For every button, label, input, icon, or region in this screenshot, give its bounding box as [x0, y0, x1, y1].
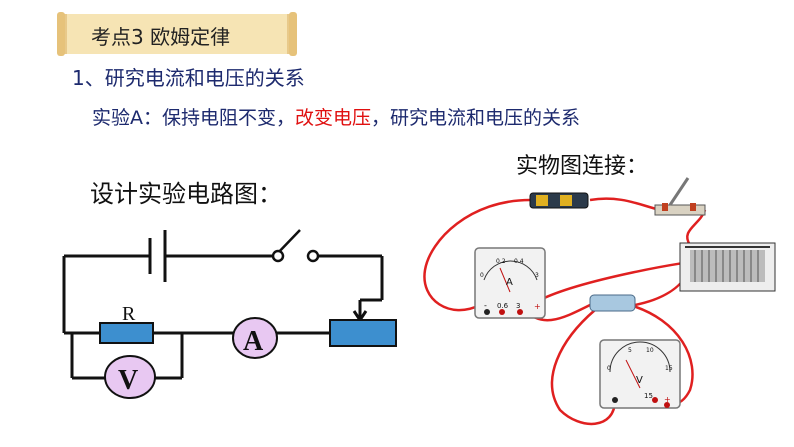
- rheostat: [329, 319, 397, 347]
- ammeter-symbol: [232, 317, 278, 359]
- resistor: [99, 322, 154, 344]
- banner-title: 考点3 欧姆定律: [91, 25, 231, 49]
- voltmeter-symbol: [104, 355, 156, 399]
- svg-text:-: -: [484, 301, 487, 310]
- svg-text:3: 3: [516, 302, 520, 310]
- ammeter-photo: A 0 0.2 0.4 3 - 0.6 3 +: [474, 247, 546, 319]
- knife-switch-icon: [654, 177, 706, 216]
- voltmeter-photo: V 0 5 10 15 - 15 +: [599, 339, 681, 409]
- svg-text:5: 5: [628, 347, 632, 354]
- svg-text:0: 0: [607, 365, 611, 372]
- ammeter-label: A: [243, 326, 264, 357]
- battery-pack-icon: [529, 192, 589, 209]
- svg-text:3: 3: [535, 272, 539, 279]
- experiment-text-1: 实验A：保持电阻不变，: [92, 107, 295, 129]
- svg-text:0.6: 0.6: [497, 302, 509, 310]
- resistor-photo-icon: [589, 294, 636, 312]
- voltmeter-photo-unit: V: [636, 375, 643, 386]
- switch-contact-left: [271, 249, 285, 263]
- experiment-highlight: 改变电压: [295, 107, 372, 129]
- svg-text:15: 15: [665, 365, 673, 372]
- switch-contact-right: [306, 249, 320, 263]
- svg-text:+: +: [664, 395, 671, 404]
- svg-text:15: 15: [644, 392, 653, 400]
- svg-text:0.4: 0.4: [514, 258, 524, 265]
- wire-red-1: [423, 198, 531, 312]
- circuit-diagram: [62, 229, 384, 380]
- svg-text:0.2: 0.2: [496, 258, 506, 265]
- rheostat-photo-icon: [679, 242, 776, 292]
- circuit-design-title: 设计实验电路图：: [90, 180, 282, 208]
- svg-text:10: 10: [646, 347, 654, 354]
- experiment-text-2: ，研究电流和电压的关系: [371, 107, 581, 129]
- wire-red-7: [550, 309, 617, 426]
- svg-text:0: 0: [480, 272, 484, 279]
- ammeter-photo-unit: A: [506, 277, 513, 288]
- svg-text:+: +: [534, 302, 541, 311]
- real-connection-title: 实物图连接：: [516, 154, 649, 179]
- wire-red-2: [589, 197, 661, 212]
- topic-banner: 考点3 欧姆定律: [57, 12, 297, 56]
- section-subtitle: 1、研究电流和电压的关系: [72, 66, 305, 90]
- experiment-description: 实验A：保持电阻不变，改变电压，研究电流和电压的关系: [92, 103, 580, 130]
- resistor-label: R: [122, 303, 136, 325]
- voltmeter-label: V: [118, 365, 138, 396]
